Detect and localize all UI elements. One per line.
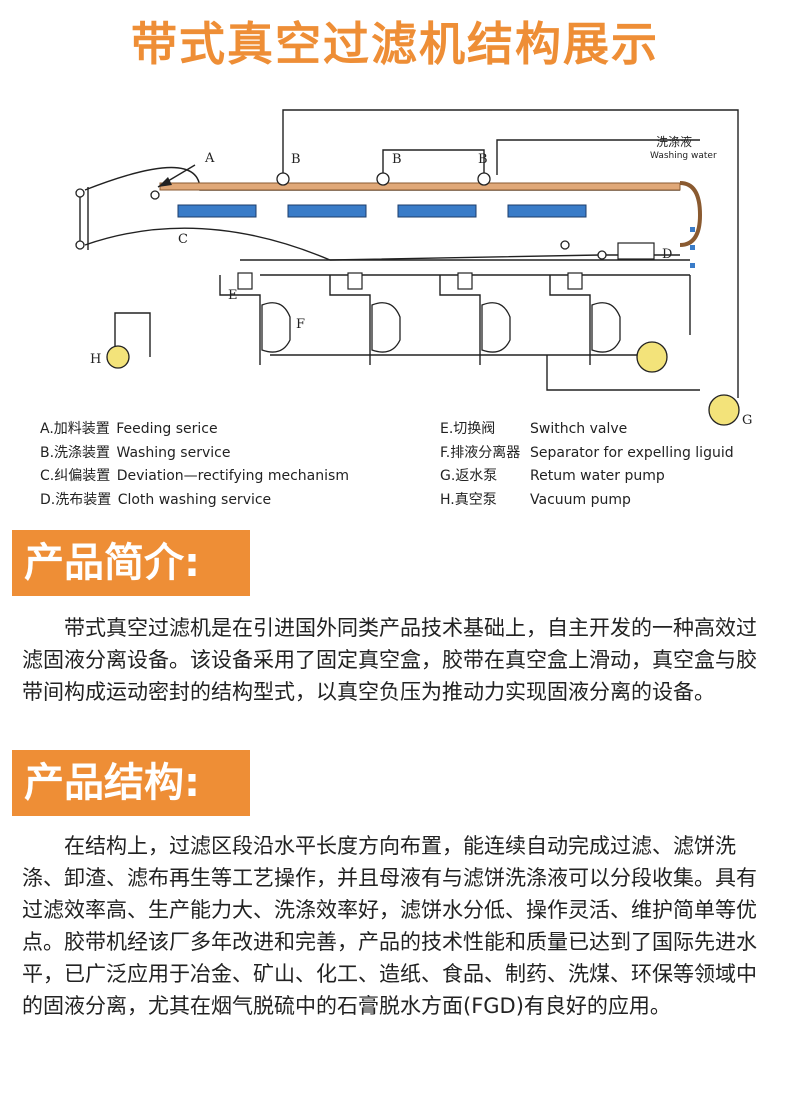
legend-code: B.洗涤装置 [40,444,111,461]
structure-paragraph: 在结构上，过滤区段沿水平长度方向布置，能连续自动完成过滤、滤饼洗涤、卸渣、滤布再… [22,834,757,1018]
callout-b3: B [478,152,488,167]
legend-row-f: F.排液分离器 Separator for expelling liguid [440,442,734,466]
legend-right: E.切换阀 Swithch valve F.排液分离器 Separator for … [440,418,734,512]
legend-left: A.加料装置 Feeding serice B.洗涤装置 Washing ser… [40,418,349,512]
legend-row-g: G.返水泵 Retum water pump [440,465,734,489]
legend-en: Deviation—rectifying mechanism [116,468,349,484]
legend-en: Vacuum pump [530,491,631,508]
intro-paragraph: 带式真空过滤机是在引进国外同类产品技术基础上，自主开发的一种高效过滤固液分离设备… [22,616,757,704]
page-title: 带式真空过滤机结构展示 [131,17,659,71]
legend-row-h: H.真空泵 Vacuum pump [440,489,734,513]
vacuum-pump-h-icon [106,345,130,369]
callout-a: A [204,151,215,166]
legend-code: F.排液分离器 [440,444,521,461]
legend-en: Separator for expelling liguid [530,444,734,461]
vacuum-pump-icon [636,341,668,373]
washing-water-en: Washing water [650,151,717,161]
legend-code: E.切换阀 [440,421,496,437]
legend-en: Washing service [116,444,231,461]
legend-en: Retum water pump [530,468,665,484]
legend-code: A.加料装置 [40,421,110,437]
legend-code: H.真空泵 [440,491,497,508]
legend-code: C.纠偏装置 [40,468,111,484]
callout-b2: B [392,152,402,167]
callout-e: E [228,288,238,303]
callout-b1: B [291,152,301,167]
callout-h: H [90,352,101,367]
callout-f: F [296,317,305,332]
callout-g: G [742,413,752,428]
legend-en: Cloth washing service [117,491,272,508]
return-pump-g-icon [708,394,740,426]
callout-d: D [662,247,672,262]
callout-c: C [178,232,188,247]
filter-structure-diagram: A B B B C D E F G H 洗涤液 Washing water [75,109,752,428]
legend-row-d: D.洗布装置 Cloth washing service [40,489,349,513]
legend-row-b: B.洗涤装置 Washing service [40,442,349,466]
legend-en: Feeding serice [116,421,218,437]
legend-row-e: E.切换阀 Swithch valve [440,418,734,442]
structure-heading: 产品结构: [12,750,250,816]
legend-row-a: A.加料装置 Feeding serice [40,418,349,442]
legend-en: Swithch valve [530,421,628,437]
intro-heading: 产品简介: [12,530,250,596]
legend-code: G.返水泵 [440,468,498,484]
washing-water-cn: 洗涤液 [656,134,692,149]
legend-code: D.洗布装置 [40,491,112,508]
legend-row-c: C.纠偏装置 Deviation—rectifying mechanism [40,465,349,489]
